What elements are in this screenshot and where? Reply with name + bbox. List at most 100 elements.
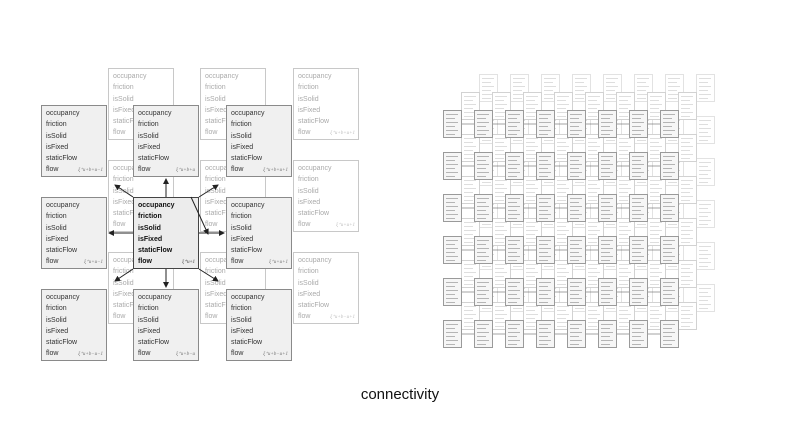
grid-cell-line	[601, 156, 613, 157]
grid-cell-line	[601, 214, 613, 215]
grid-cell-line	[601, 210, 610, 211]
cell-index: ξ⁺u+u−1	[83, 260, 103, 265]
grid-cell-line	[539, 256, 551, 257]
grid-cell-line	[526, 184, 535, 185]
grid-cell-line	[557, 96, 569, 97]
grid-cell-line	[539, 290, 551, 291]
grid-cell-line	[663, 252, 672, 253]
grid-cell-line	[508, 202, 517, 203]
cell-label-staticflow: staticFlow	[113, 302, 145, 310]
grid-cell-line	[495, 280, 507, 281]
grid-cell-line	[632, 122, 644, 123]
grid-cell-line	[632, 206, 644, 207]
grid-cell-line	[668, 140, 677, 141]
grid-cell-line	[446, 218, 455, 219]
grid-cell-line	[619, 226, 628, 227]
grid-cell-line	[699, 300, 708, 301]
grid-cell-line	[668, 98, 677, 99]
grid-cell-line	[477, 164, 489, 165]
grid-cell-line	[513, 140, 522, 141]
grid-cell-line	[606, 308, 615, 309]
grid-cell-line	[477, 302, 486, 303]
grid-cell-line	[681, 234, 690, 235]
grid-cell-line	[477, 198, 489, 199]
grid-cell-line	[446, 252, 455, 253]
grid-cell	[660, 194, 679, 222]
grid-cell-line	[508, 130, 520, 131]
grid-cell-line	[681, 230, 693, 231]
cell-index: ξ⁺u+1	[181, 260, 195, 265]
grid-cell-line	[650, 180, 662, 181]
grid-cell-line	[632, 344, 641, 345]
grid-cell-line	[601, 164, 613, 165]
grid-cell-line	[526, 314, 538, 315]
grid-cell-line	[557, 284, 566, 285]
grid-cell-line	[557, 192, 566, 193]
grid-cell-line	[681, 154, 693, 155]
grid-cell-line	[526, 188, 538, 189]
grid-cell-line	[557, 272, 569, 273]
grid-cell-line	[526, 150, 535, 151]
grid-cell-line	[544, 90, 553, 91]
grid-cell-line	[570, 122, 582, 123]
cell-label-isfixed: isFixed	[205, 106, 228, 114]
grid-cell-line	[632, 252, 641, 253]
grid-cell-line	[650, 310, 659, 311]
grid-cell-line	[699, 254, 711, 255]
grid-cell-line	[557, 150, 566, 151]
grid-cell	[567, 110, 586, 138]
grid-cell-line	[477, 286, 486, 287]
grid-cell-line	[539, 202, 548, 203]
grid-cell-line	[601, 122, 613, 123]
cell-label-issolid: isSolid	[298, 95, 319, 103]
grid-cell-line	[557, 112, 569, 113]
grid-cell-line	[619, 326, 628, 327]
grid-cell-line	[526, 230, 538, 231]
grid-cell-line	[539, 126, 548, 127]
grid-cell-line	[482, 140, 491, 141]
grid-cell-line	[526, 238, 538, 239]
grid-cell-line	[539, 294, 548, 295]
grid-cell-line	[570, 210, 579, 211]
grid-cell-line	[601, 332, 613, 333]
grid-cell-line	[539, 344, 548, 345]
grid-cell-line	[632, 114, 644, 115]
cell-label-occupancy: occupancy	[205, 73, 239, 80]
cell-label-isfixed: isFixed	[46, 327, 69, 335]
grid-cell-line	[699, 98, 708, 99]
grid-cell-line	[495, 192, 504, 193]
grid-cell-line	[601, 126, 610, 127]
cell-label-friction: friction	[113, 84, 134, 92]
cell-label-isfixed: isFixed	[298, 290, 321, 298]
grid-cell-line	[637, 266, 646, 267]
grid-cell-line	[544, 182, 553, 183]
grid-cell-line	[650, 142, 659, 143]
grid-cell-line	[557, 184, 566, 185]
grid-cell-line	[482, 266, 491, 267]
grid-cell-line	[477, 294, 486, 295]
grid-cell-line	[588, 192, 597, 193]
grid-cell-line	[601, 118, 610, 119]
cell-label-issolid: isSolid	[138, 224, 161, 232]
grid-cell-line	[663, 240, 675, 241]
grid-cell-line	[663, 164, 675, 165]
grid-cell-line	[668, 94, 680, 95]
grid-cell-line	[699, 262, 711, 263]
grid-cell-line	[508, 328, 517, 329]
grid-cell-line	[508, 282, 520, 283]
grid-cell-line	[637, 82, 646, 83]
cell-label-friction: friction	[231, 305, 252, 313]
grid-cell-line	[477, 202, 486, 203]
grid-cell-line	[446, 126, 455, 127]
grid-cell-line	[446, 202, 455, 203]
grid-cell-line	[464, 234, 473, 235]
grid-cell-line	[464, 188, 476, 189]
grid-cell-line	[477, 260, 486, 261]
grid-cell-line	[557, 280, 569, 281]
grid-cell-line	[699, 86, 711, 87]
cell-label-isfixed: isFixed	[113, 106, 136, 114]
grid-cell-line	[650, 200, 659, 201]
grid-cell-line	[570, 336, 579, 337]
grid-cell-line	[508, 244, 517, 245]
grid-cell-line	[446, 332, 458, 333]
